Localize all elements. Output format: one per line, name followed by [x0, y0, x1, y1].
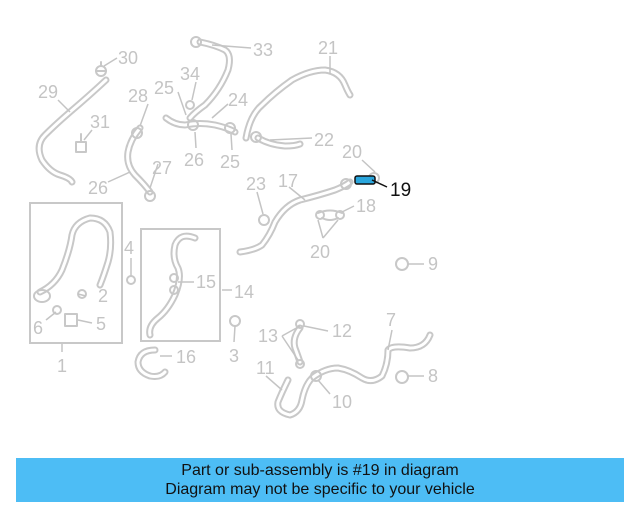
part-5-fitting: [64, 313, 78, 327]
label-23: 23: [246, 174, 266, 194]
label-19: 19: [390, 180, 411, 201]
label-16: 16: [176, 347, 196, 367]
label-24: 24: [228, 90, 248, 110]
part-23-clamp: [258, 214, 270, 226]
label-34: 33: [253, 40, 273, 60]
label-31: 29: [38, 82, 58, 102]
part-3-clamp: [229, 315, 241, 327]
part-16-hose: [134, 346, 169, 380]
label-1: 1: [57, 356, 67, 376]
label-22: 22: [314, 130, 334, 150]
part-19-highlighted[interactable]: [354, 175, 376, 185]
label-18: 18: [356, 196, 376, 216]
part-9-clamp: [395, 257, 409, 271]
part-30-clamp: [131, 127, 143, 139]
leader-lines: [45, 44, 424, 395]
part-28-hose: [124, 124, 154, 196]
part-13-hose: [290, 319, 305, 369]
label-29: 27: [152, 158, 172, 178]
part-22-hose: [250, 131, 304, 150]
label-6: 6: [33, 318, 43, 338]
label-33: 31: [90, 112, 110, 132]
banner-line-2: Diagram may not be specific to your vehi…: [165, 481, 475, 498]
label-32: 30: [118, 48, 138, 68]
label-11: 11: [256, 358, 275, 378]
part-6-clamp: [52, 305, 62, 315]
part-29-clamp: [144, 190, 156, 202]
label-20b: 20: [310, 242, 330, 262]
label-8: 8: [428, 366, 438, 386]
part-18-fitting: [315, 209, 345, 221]
part-31-hose: [35, 76, 110, 186]
label-13: 13: [258, 326, 278, 346]
label-20a: 20: [342, 142, 362, 162]
part-34-hose: [186, 38, 233, 122]
assembly-box-14: [140, 228, 221, 342]
label-30: 28: [128, 86, 148, 106]
label-35: 34: [180, 64, 200, 84]
part-4-clamp: [126, 275, 136, 285]
label-25: 25: [220, 152, 240, 172]
label-15: 15: [196, 272, 216, 292]
label-3: 3: [229, 346, 239, 366]
part-1-hose: [33, 214, 115, 303]
label-10: 10: [332, 392, 352, 412]
label-7: 7: [386, 310, 396, 330]
label-27: 25: [154, 78, 174, 98]
assembly-box-1: [29, 202, 123, 344]
part-24-hose: [162, 114, 239, 136]
banner-line-1: Part or sub-assembly is #19 in diagram: [181, 462, 459, 479]
part-7-pipe: [274, 331, 434, 419]
part-21-hose: [242, 66, 354, 142]
label-9: 9: [428, 254, 438, 274]
label-26: 26: [184, 150, 204, 170]
parts-diagram: 30 29 31 26 28 27 25 34 33 24 26 25 21 2…: [29, 36, 438, 419]
part-17-pipe: [236, 178, 354, 256]
part-labels: 30 29 31 26 28 27 25 34 33 24 26 25 21 2…: [33, 38, 438, 412]
info-banner: Part or sub-assembly is #19 in diagram D…: [16, 458, 624, 502]
part-10-clamp: [310, 370, 322, 382]
label-17: 17: [278, 171, 298, 191]
label-21: 21: [318, 38, 338, 58]
part-25-clamp: [224, 122, 236, 134]
label-2: 2: [98, 286, 108, 306]
label-4: 4: [124, 238, 134, 258]
label-12: 12: [332, 321, 352, 341]
part-26-clamp: [187, 119, 199, 131]
part-35-clamp: [185, 36, 202, 110]
part-8-clamp: [395, 370, 409, 384]
part-32-clamp: [95, 61, 107, 77]
part-15-hose: [146, 232, 199, 339]
label-5: 5: [96, 314, 106, 334]
label-28: 26: [88, 178, 108, 198]
part-33-fitting: [75, 133, 87, 153]
label-14: 14: [234, 282, 254, 302]
